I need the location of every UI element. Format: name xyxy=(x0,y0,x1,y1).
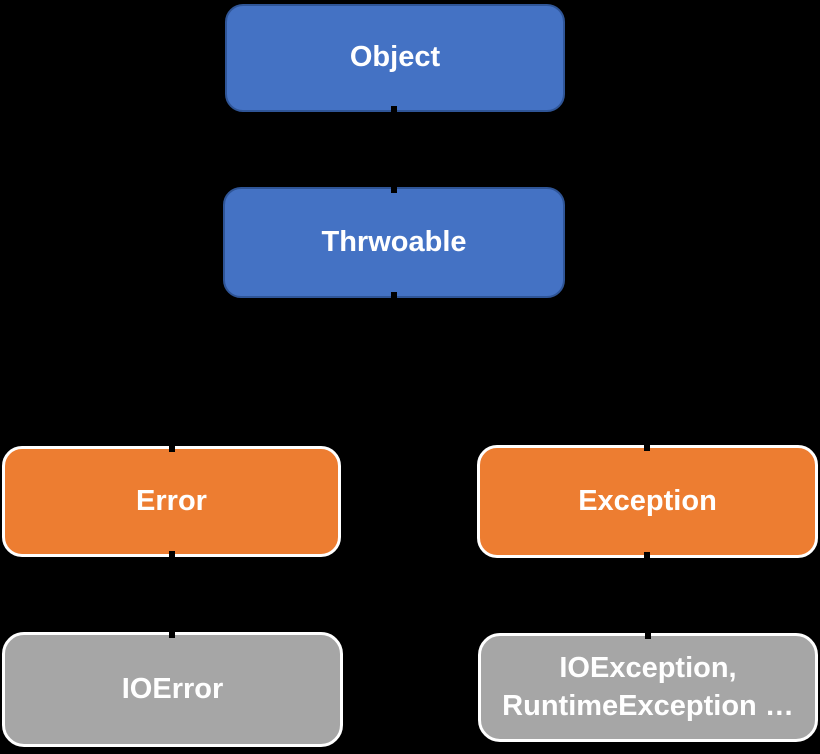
node-ioexception-label: IOException, RuntimeException … xyxy=(502,651,794,722)
connector-anchor-icon xyxy=(644,439,650,451)
node-exception-label: Exception xyxy=(578,484,717,517)
connector-anchor-icon xyxy=(391,106,397,118)
connector-anchor-icon xyxy=(644,552,650,564)
connector-anchor-icon xyxy=(391,181,397,193)
node-object: Object xyxy=(225,4,565,112)
connector-anchor-icon xyxy=(391,292,397,304)
node-ioerror: IOError xyxy=(2,632,343,747)
node-exception: Exception xyxy=(477,445,818,558)
connector-anchor-icon xyxy=(169,440,175,452)
node-error: Error xyxy=(2,446,341,557)
connector-anchor-icon xyxy=(169,626,175,638)
node-ioerror-label: IOError xyxy=(121,672,224,705)
node-object-label: Object xyxy=(349,41,441,74)
node-ioexception: IOException, RuntimeException … xyxy=(478,633,818,742)
node-throwable-label: Thrwoable xyxy=(321,225,467,258)
node-error-label: Error xyxy=(136,484,207,517)
connector-anchor-icon xyxy=(645,627,651,639)
node-throwable: Thrwoable xyxy=(223,187,565,298)
connector-anchor-icon xyxy=(169,551,175,563)
